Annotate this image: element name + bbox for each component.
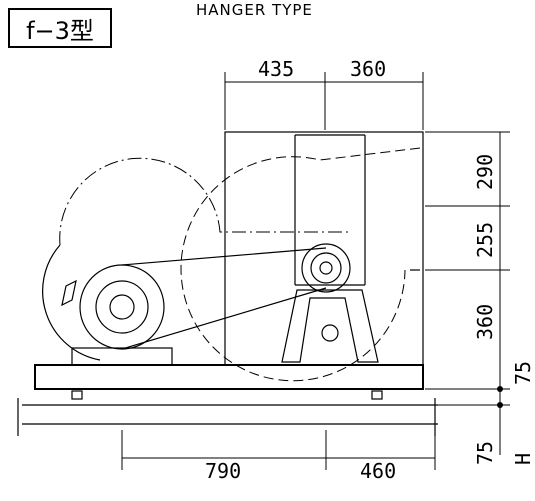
mount-pad-right: [371, 390, 383, 400]
dim-right-2: 255: [473, 222, 497, 258]
motor-hub: [109, 294, 135, 320]
fan-pulley-mid: [310, 252, 342, 284]
dim-right-5: 75: [473, 441, 497, 465]
motor-body: [79, 264, 165, 350]
fan-shaft-hole: [321, 324, 339, 342]
drawing-title: HANGER TYPE: [196, 1, 313, 19]
dim-right-3: 360: [473, 304, 497, 340]
dim-right-1: 290: [473, 154, 497, 190]
dim-bottom-right: 460: [360, 459, 396, 483]
fan-pulley-outer: [301, 243, 351, 293]
dim-right-4: 75: [511, 361, 535, 385]
belt-guard-left: [42, 244, 101, 361]
belt-lower: [121, 287, 327, 350]
fan-pulley-hub: [319, 261, 333, 275]
dim-bottom-left: 790: [205, 459, 241, 483]
belt-upper: [121, 247, 327, 266]
motor-pulley: [95, 280, 149, 334]
fan-stand: [281, 289, 379, 363]
model-label: f−3型: [8, 8, 112, 48]
mount-pad-left: [71, 390, 83, 400]
belt-guard-top: [59, 157, 350, 246]
dim-top-right: 360: [350, 57, 386, 81]
base-frame: [34, 364, 424, 390]
fan-scroll-outline: [180, 147, 421, 382]
dim-right-h: H: [511, 453, 535, 465]
motor-terminal-box: [61, 279, 77, 307]
dim-top-left: 435: [258, 57, 294, 81]
